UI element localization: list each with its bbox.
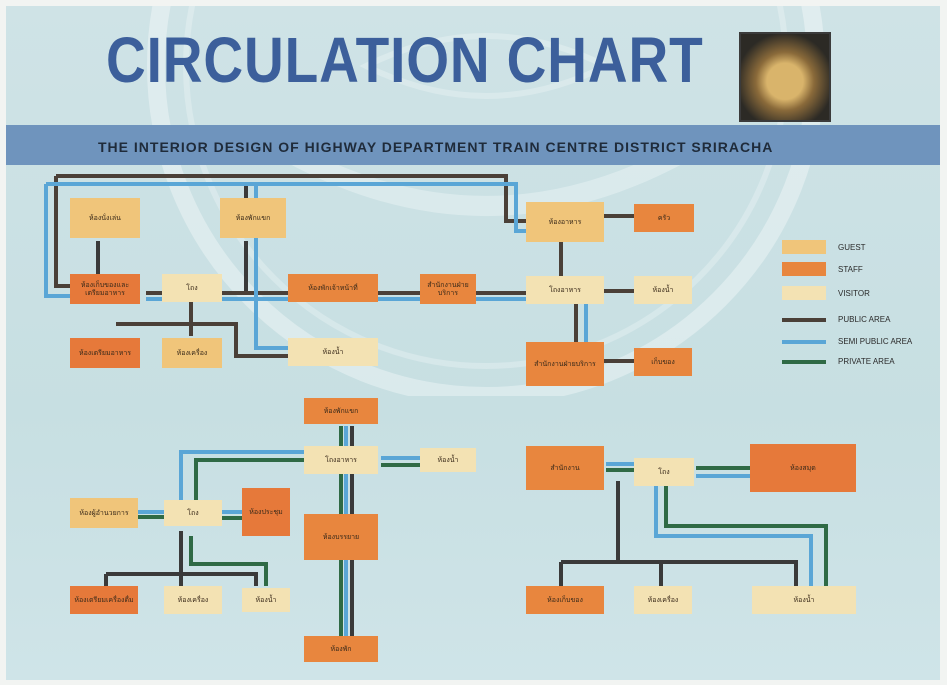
room-box: ห้องน้ำ bbox=[242, 588, 290, 612]
page-title: CIRCULATION CHART bbox=[106, 24, 704, 96]
room-box: ห้องเก็บของ bbox=[526, 586, 604, 614]
room-box: ห้องเครื่อง bbox=[634, 586, 692, 614]
room-box: ห้องน้ำ bbox=[288, 338, 378, 366]
semi-public-line bbox=[254, 184, 296, 350]
room-box: โถงอาหาร bbox=[526, 276, 604, 304]
room-box: ห้องเก็บของและเตรียมอาหาร bbox=[70, 274, 140, 304]
logo-image bbox=[739, 32, 831, 122]
public-line bbox=[194, 458, 306, 506]
private-line bbox=[561, 560, 798, 586]
room-box: ห้องน้ำ bbox=[420, 448, 476, 472]
room-box: ห้องเครื่อง bbox=[162, 338, 222, 368]
room-box: ห้องน้ำ bbox=[634, 276, 692, 304]
legend-visitor-label: VISITOR bbox=[838, 289, 870, 298]
subtitle: THE INTERIOR DESIGN OF HIGHWAY DEPARTMEN… bbox=[98, 139, 774, 155]
public-line bbox=[664, 486, 828, 586]
room-box: ห้องสมุด bbox=[750, 444, 856, 492]
semi-public-line bbox=[46, 182, 526, 233]
room-box: โถง bbox=[164, 500, 222, 526]
room-box: ห้องนั่งเล่น bbox=[70, 198, 140, 238]
room-box: ห้องเตรียมอาหาร bbox=[70, 338, 140, 368]
legend-private-line bbox=[782, 360, 826, 364]
room-box: เก็บของ bbox=[634, 348, 692, 376]
room-box: โถง bbox=[634, 458, 694, 486]
room-box: ห้องน้ำ bbox=[752, 586, 856, 614]
room-box: ครัว bbox=[634, 204, 694, 232]
legend-guest-label: GUEST bbox=[838, 243, 866, 252]
room-box: โถง bbox=[162, 274, 222, 302]
room-box: ห้องพักแขก bbox=[304, 398, 378, 424]
room-box: ห้องพักเจ้าหน้าที่ bbox=[288, 274, 378, 302]
legend-staff-label: STAFF bbox=[838, 265, 863, 274]
public-line bbox=[54, 176, 76, 288]
legend-private-label: PRIVATE AREA bbox=[838, 357, 895, 366]
room-box: สำนักงานฝ่ายบริการ bbox=[420, 274, 476, 304]
room-box: ห้องบรรยาย bbox=[304, 514, 378, 560]
room-box: ห้องเตรียมเครื่องดื่ม bbox=[70, 586, 138, 614]
room-box: ห้องพักแขก bbox=[220, 198, 286, 238]
room-box: ห้องผู้อำนวยการ bbox=[70, 498, 138, 528]
legend-semi-public-label: SEMI PUBLIC AREA bbox=[838, 337, 913, 346]
room-box: ห้องอาหาร bbox=[526, 202, 604, 242]
legend-guest-swatch bbox=[782, 240, 826, 254]
subtitle-band bbox=[6, 125, 940, 165]
legend-public-label: PUBLIC AREA bbox=[838, 315, 891, 324]
room-box: สำนักงานฝ่ายบริการ bbox=[526, 342, 604, 386]
legend-public-line bbox=[782, 318, 826, 322]
room-box: โถงอาหาร bbox=[304, 446, 378, 474]
room-box: สำนักงาน bbox=[526, 446, 604, 490]
legend-staff-swatch bbox=[782, 262, 826, 276]
private-line bbox=[106, 572, 258, 586]
public-line bbox=[189, 536, 268, 586]
room-box: ห้องพัก bbox=[304, 636, 378, 662]
room-box: ห้องเครื่อง bbox=[164, 586, 222, 614]
public-line bbox=[116, 322, 296, 358]
room-box: ห้องประชุม bbox=[242, 488, 290, 536]
legend-visitor-swatch bbox=[782, 286, 826, 300]
legend-semi-public-line bbox=[782, 340, 826, 344]
semi-public-line bbox=[654, 486, 813, 586]
semi-public-line bbox=[44, 184, 76, 298]
chart-board: CIRCULATION CHART THE INTERIOR DESIGN OF… bbox=[6, 6, 940, 680]
